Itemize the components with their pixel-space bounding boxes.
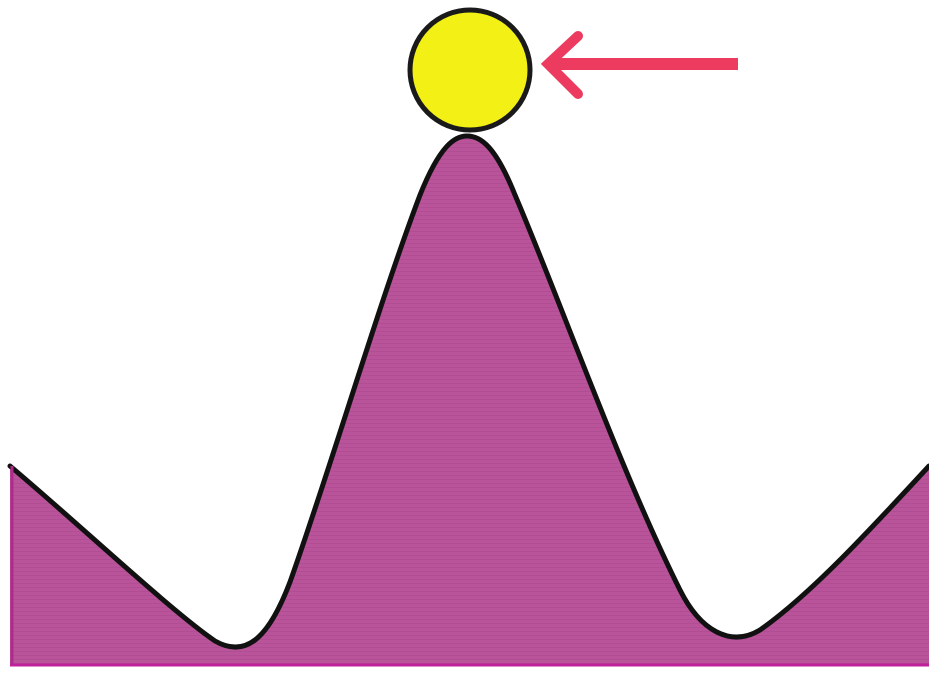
ball-icon: [407, 7, 533, 133]
hill-outline: [7, 133, 929, 650]
hill-landscape: [10, 136, 929, 665]
left-arrow-icon: [540, 31, 738, 99]
